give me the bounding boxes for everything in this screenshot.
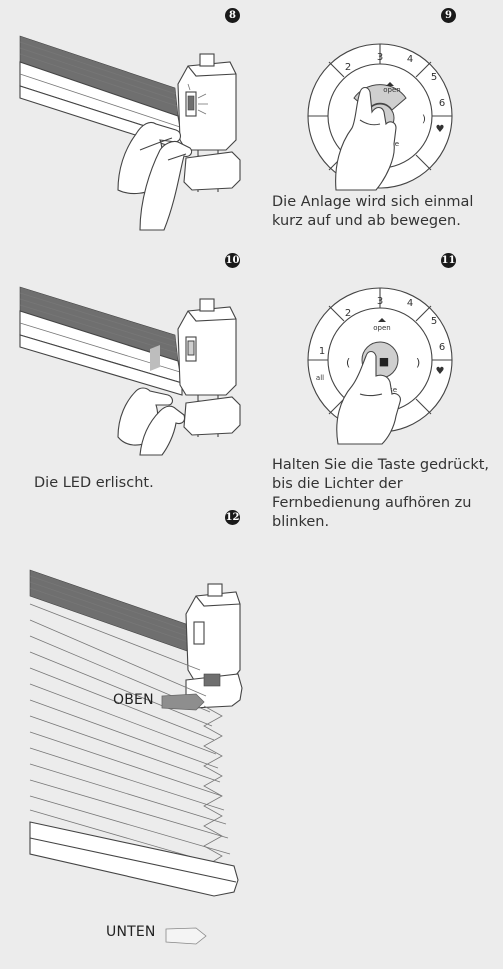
step-number-12: 12 — [225, 510, 240, 525]
step10-blind-illustration — [19, 286, 241, 456]
label-unten: UNTEN — [106, 924, 156, 940]
remote-all-label: all — [316, 374, 324, 382]
svg-text:): ) — [416, 356, 420, 369]
step8-blind-illustration — [19, 35, 241, 231]
remote-channel-6b: 6 — [439, 342, 445, 353]
remote-channel-5: 5 — [431, 72, 437, 83]
step11-remote-illustration: ■ 1 2 3 4 5 6 all open close ♥ ( ) — [307, 287, 453, 445]
arrow-down-pointer-icon — [165, 927, 207, 945]
remote-channel-3: 3 — [377, 52, 383, 63]
remote-favorite-icon: ♥ — [436, 124, 445, 135]
remote-channel-2b: 2 — [345, 308, 351, 319]
remote-channel-2: 2 — [345, 62, 351, 73]
svg-text:): ) — [422, 114, 426, 125]
arrow-up-pointer-icon — [161, 693, 205, 711]
remote-channel-4: 4 — [407, 54, 413, 65]
remote-channel-5b: 5 — [431, 316, 437, 327]
remote-up-arrow-icon-2 — [378, 318, 386, 322]
step12-blind-illustration — [29, 569, 243, 945]
step11-caption: Halten Sie die Taste gedrückt, bis die L… — [272, 457, 490, 530]
remote-open-label-2: open — [373, 324, 390, 332]
step9-remote-illustration: ■ 2 3 4 5 6 open close ♥ ) — [307, 43, 453, 191]
step9-caption: Die Anlage wird sich einmal kurz auf und… — [272, 194, 474, 229]
remote-channel-4b: 4 — [407, 298, 413, 309]
remote-favorite-icon-2: ♥ — [436, 366, 445, 377]
remote-channel-3b: 3 — [377, 296, 383, 307]
remote-channel-6: 6 — [439, 98, 445, 109]
remote-open-label: open — [383, 86, 400, 94]
svg-text:(: ( — [346, 356, 350, 369]
remote-channel-1: 1 — [319, 346, 325, 357]
step-number-8: 8 — [225, 8, 240, 23]
label-oben: OBEN — [113, 692, 154, 708]
step-number-10: 10 — [225, 253, 240, 268]
step10-caption: Die LED erlischt. — [34, 475, 154, 491]
remote-stop-icon-2: ■ — [379, 355, 389, 368]
step-number-9: 9 — [441, 8, 456, 23]
step-number-11: 11 — [441, 253, 456, 268]
remote-up-arrow-icon — [386, 82, 394, 86]
